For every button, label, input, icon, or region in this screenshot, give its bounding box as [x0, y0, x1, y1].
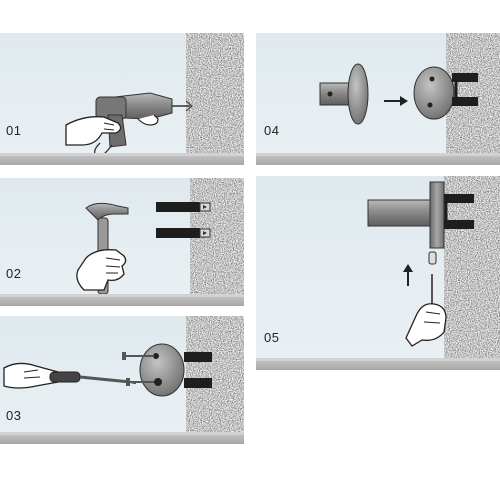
step-number: 02 — [6, 266, 22, 281]
step-number: 03 — [6, 408, 22, 423]
arrow-up-icon — [367, 181, 474, 347]
floor-strip — [0, 297, 244, 306]
step-number: 05 — [264, 330, 280, 345]
step-panel-04: 04 — [256, 33, 500, 165]
screw-icon — [122, 343, 212, 397]
floor-strip — [0, 435, 244, 444]
wall-anchor-icon — [156, 202, 211, 238]
step-number: 01 — [6, 123, 22, 138]
hammer-icon — [76, 202, 129, 295]
step-panel-03: 03 — [0, 316, 244, 444]
step-panel-02: 02 — [0, 178, 244, 306]
step-panel-01: 01 — [0, 33, 244, 165]
wall-texture — [446, 33, 500, 156]
floor-strip — [0, 156, 244, 165]
wall-texture — [186, 316, 244, 435]
step-panel-05: 05 — [256, 176, 500, 370]
floor-strip — [256, 156, 500, 165]
drill-icon — [65, 92, 193, 158]
wall-texture — [444, 176, 500, 361]
step-number: 04 — [264, 123, 280, 138]
arrow-right-icon — [319, 63, 478, 125]
wall-texture — [186, 33, 244, 156]
floor-strip — [256, 361, 500, 370]
screwdriver-icon — [3, 362, 137, 389]
